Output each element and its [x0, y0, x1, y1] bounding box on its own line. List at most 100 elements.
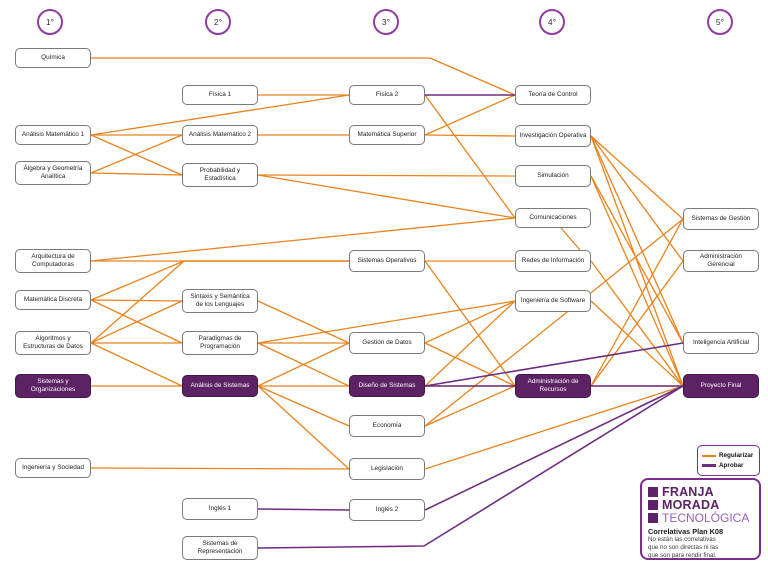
logo-row: TECNOLÓGICA	[648, 510, 753, 525]
edge-dds-isw	[424, 300, 516, 387]
year-header-y1: 1°	[37, 9, 63, 35]
edge-pye-sim	[257, 174, 516, 177]
edge-adr-sg	[590, 218, 684, 387]
node-syo: Sistemas y Organizaciones	[15, 374, 91, 398]
logo-row: MORADA	[648, 497, 753, 512]
edge-ads-gdd	[257, 342, 350, 387]
node-fis2: Física 2	[349, 85, 425, 105]
node-io: Investigación Operativa	[515, 125, 591, 147]
logo-note-line: que son para rendir final.	[648, 552, 717, 560]
edge-leg-pf	[424, 385, 684, 470]
edge-quimica-tdc	[91, 57, 516, 96]
edge-am1-fis2	[90, 94, 350, 136]
edge-gdd-isw	[424, 300, 516, 344]
edge-io-ag	[590, 135, 684, 262]
node-pye: Probabilidad y Estadística	[182, 163, 258, 187]
edge-ads-leg	[257, 385, 350, 470]
node-com: Comunicaciones	[515, 208, 591, 228]
node-adr: Administración de Recursos	[515, 374, 591, 398]
node-sim: Simulación	[515, 165, 591, 187]
node-am2: Análisis Matemático 2	[182, 125, 258, 145]
node-am1: Análisis Matemático 1	[15, 125, 91, 145]
node-ayed: Algoritmos y Estructuras de Datos	[15, 331, 91, 355]
node-redes: Redes de Información	[515, 250, 591, 272]
edge-dds-ia	[424, 342, 684, 387]
logo-square-icon	[648, 512, 658, 523]
node-par: Paradigmas de Programación	[182, 331, 258, 355]
aprobar-line-swatch	[702, 464, 716, 467]
edge-ssl-gdd	[257, 300, 350, 344]
edge-sim-pf	[590, 175, 684, 387]
node-ia: Inteligencia Artificial	[683, 332, 759, 354]
edge-eco-adr	[424, 385, 516, 427]
logo-note-line: No están las correlativas	[648, 536, 716, 543]
node-ads: Análisis de Sistemas	[182, 375, 258, 397]
edge-io-ia	[590, 135, 684, 344]
node-leg: Legislación	[349, 458, 425, 480]
logo-row: FRANJA	[648, 484, 753, 499]
legend-label: Aprobar	[719, 462, 744, 469]
edge-ayed-ads	[90, 342, 183, 387]
edge-sdr-pf	[257, 385, 684, 549]
legend-row-aprobar: Aprobar	[702, 462, 755, 469]
node-ing2: Inglés 2	[349, 499, 425, 521]
node-tdc: Teoría de Control	[515, 85, 591, 105]
node-ing1: Inglés 1	[182, 498, 258, 520]
edge-aga-pye	[90, 172, 183, 176]
node-ag: Administración Gerencial	[683, 250, 759, 272]
edge-ayed-ssl	[90, 300, 183, 344]
edge-aga-am2	[90, 134, 183, 174]
logo-square-icon	[648, 499, 658, 510]
regularizar-line-swatch	[702, 454, 716, 457]
node-sg: Sistemas de Gestión	[683, 208, 759, 230]
node-isw: Ingeniería de Software	[515, 290, 591, 312]
node-dds: Diseño de Sistemas	[349, 375, 425, 397]
edge-msup-tdc	[424, 94, 516, 136]
year-header-y4: 4°	[539, 9, 565, 35]
year-header-y2: 2°	[205, 9, 231, 35]
legend: Regularizar Aprobar	[697, 445, 760, 476]
edge-arq-com	[90, 217, 516, 262]
edge-fis2-com	[424, 94, 516, 219]
edge-com-redes	[560, 227, 581, 251]
edge-am1-pye	[90, 134, 183, 176]
edge-adr-ag	[590, 260, 684, 387]
edge-par-isw	[257, 300, 516, 344]
edge-sim-ia	[590, 175, 684, 344]
node-md: Matemática Discreta	[15, 290, 91, 310]
logo-square-icon	[648, 486, 658, 497]
edge-ayed-so	[90, 260, 349, 344]
node-so: Sistemas Operativos	[349, 250, 425, 272]
edge-isw-pf	[590, 300, 684, 387]
node-iys: Ingeniería y Sociedad	[15, 458, 91, 478]
node-eco: Economía	[349, 415, 425, 437]
edge-so-adr	[424, 260, 516, 387]
node-arq: Arquitectura de Computadoras	[15, 249, 91, 273]
legend-label: Regularizar	[719, 452, 754, 459]
logo-word: TECNOLÓGICA	[662, 510, 750, 525]
logo-subtitle: Correlativas Plan K08	[648, 527, 724, 536]
edge-iys-leg	[90, 467, 350, 470]
legend-row-regularizar: Regularizar	[702, 452, 755, 459]
edge-io-pf	[590, 135, 684, 387]
edge-md-ssl	[90, 299, 183, 302]
node-sdr: Sistemas de Representación	[182, 536, 258, 560]
year-header-y3: 3°	[373, 9, 399, 35]
edge-io-sg	[590, 135, 684, 220]
franja-morada-logo: FRANJA MORADA TECNOLÓGICA Correlativas P…	[640, 478, 761, 560]
node-ssl: Sintaxis y Semántica de los Lenguajes	[182, 289, 258, 313]
year-header-y5: 5°	[707, 9, 733, 35]
node-msup: Matemática Superior	[349, 125, 425, 145]
edge-ing1-ing2	[257, 508, 350, 511]
edge-ads-eco	[257, 385, 350, 427]
node-aga: Álgebra y Geometría Analítica	[15, 161, 91, 185]
logo-word: MORADA	[662, 497, 720, 512]
node-pf: Proyecto Final	[683, 374, 759, 398]
edge-ing2-pf	[424, 385, 684, 511]
edge-gdd-adr	[424, 342, 516, 387]
edge-eco-sg	[424, 218, 684, 427]
node-fis1: Física 1	[182, 85, 258, 105]
logo-word: FRANJA	[662, 484, 714, 499]
